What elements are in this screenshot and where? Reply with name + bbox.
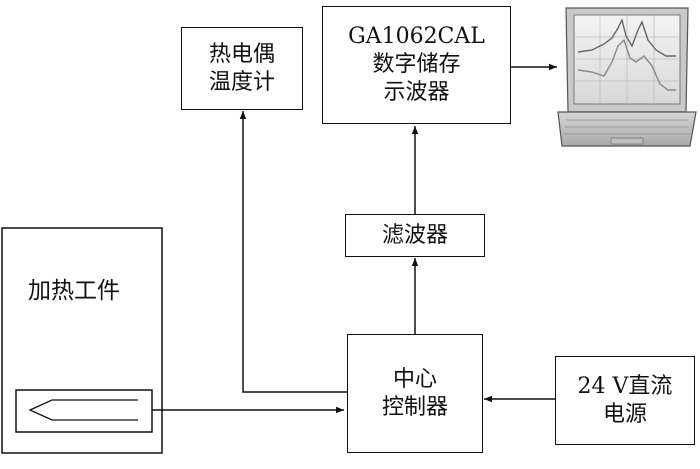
filter-label: 滤波器 <box>381 222 448 248</box>
oscilloscope-label-line1: GA1062CAL <box>348 24 485 49</box>
thermometer-box: 热电偶 温度计 <box>181 27 303 110</box>
arrow-controller-to-thermometer <box>239 111 347 393</box>
power-supply-box: 24 V直流 电源 <box>555 356 695 445</box>
thermometer-label-line2: 温度计 <box>208 69 275 95</box>
controller-label-line2: 控制器 <box>381 394 448 420</box>
power-supply-label-line1: 24 V直流 <box>577 373 673 399</box>
connectors <box>152 63 557 414</box>
controller-box: 中心 控制器 <box>347 334 483 453</box>
workpiece-box <box>1 227 163 454</box>
controller-label-line1: 中心 <box>392 366 437 392</box>
laptop-icon <box>557 7 697 147</box>
oscilloscope-box: GA1062CAL 数字储存 示波器 <box>322 6 511 124</box>
oscilloscope-label-line3: 示波器 <box>383 80 450 105</box>
oscilloscope-label-line2: 数字储存 <box>372 52 461 77</box>
thermocouple-probe-icon <box>15 389 153 433</box>
power-supply-label-line2: 电源 <box>602 401 647 427</box>
workpiece-label: 加热工件 <box>28 278 120 304</box>
filter-box: 滤波器 <box>345 214 485 257</box>
thermometer-label-line1: 热电偶 <box>208 41 275 67</box>
